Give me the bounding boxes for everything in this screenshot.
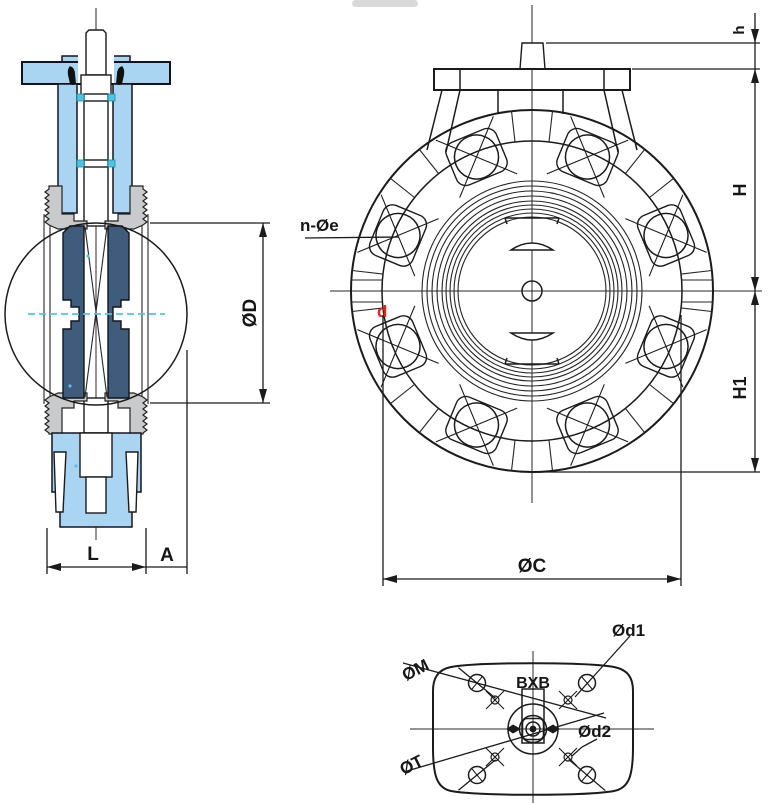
body-walls — [43, 214, 149, 404]
flange-flats — [351, 279, 713, 303]
support-legs — [426, 89, 638, 153]
mounting-pad-view: ØM ØT Ød1 Ød2 BXB — [397, 621, 654, 803]
pad-center-boss — [506, 688, 560, 755]
dimension-od: ØD — [150, 222, 270, 404]
a-label: A — [160, 545, 174, 566]
flow-centerline — [28, 254, 165, 468]
h-lower-label: H1 — [730, 376, 750, 399]
scroll-artifact — [352, 0, 418, 7]
stem-seals — [67, 66, 125, 85]
oring-bands — [76, 93, 116, 168]
valve-disc-section — [62, 225, 130, 399]
pad-small-holes — [485, 690, 578, 767]
ot-label: ØT — [397, 751, 427, 779]
oc-label: ØC — [518, 556, 547, 577]
annotation-n-oe: n-Øe — [300, 216, 400, 239]
pad-outline — [432, 662, 634, 796]
actuator-mounting-plate — [426, 42, 638, 153]
bolt-holes — [357, 116, 707, 466]
b-arrow-left — [506, 724, 521, 734]
n-oe-label: n-Øe — [300, 216, 339, 235]
om-label: ØM — [399, 655, 432, 684]
d-label: d — [377, 302, 387, 321]
flange-ribs — [352, 111, 712, 471]
bottom-body — [51, 432, 142, 528]
gland-nuts — [44, 185, 148, 435]
h-upper-label: H — [730, 184, 750, 197]
stem-boss — [519, 42, 546, 70]
bxb-label: BXB — [516, 675, 550, 692]
dimension-h-h1: h H H1 — [520, 13, 760, 473]
od-label: ØD — [240, 299, 261, 328]
bore-circle — [4, 222, 188, 406]
flange-inner-circle — [381, 140, 683, 442]
pad-large-holes — [458, 667, 606, 792]
od2-label: Ød2 — [578, 722, 611, 741]
pad-leaders — [402, 635, 631, 772]
disc-face-features — [504, 217, 560, 365]
h-small-label: h — [731, 25, 748, 34]
l-label: L — [87, 544, 99, 565]
od1-label: Ød1 — [612, 621, 645, 640]
side-section-view: ØD L A — [4, 8, 270, 574]
front-view: n-Øe d h H H1 ØC — [300, 5, 762, 586]
dimension-l-a: L A — [46, 350, 188, 574]
dimension-oc: ØC — [382, 315, 682, 586]
union-ring-threads — [421, 180, 643, 402]
